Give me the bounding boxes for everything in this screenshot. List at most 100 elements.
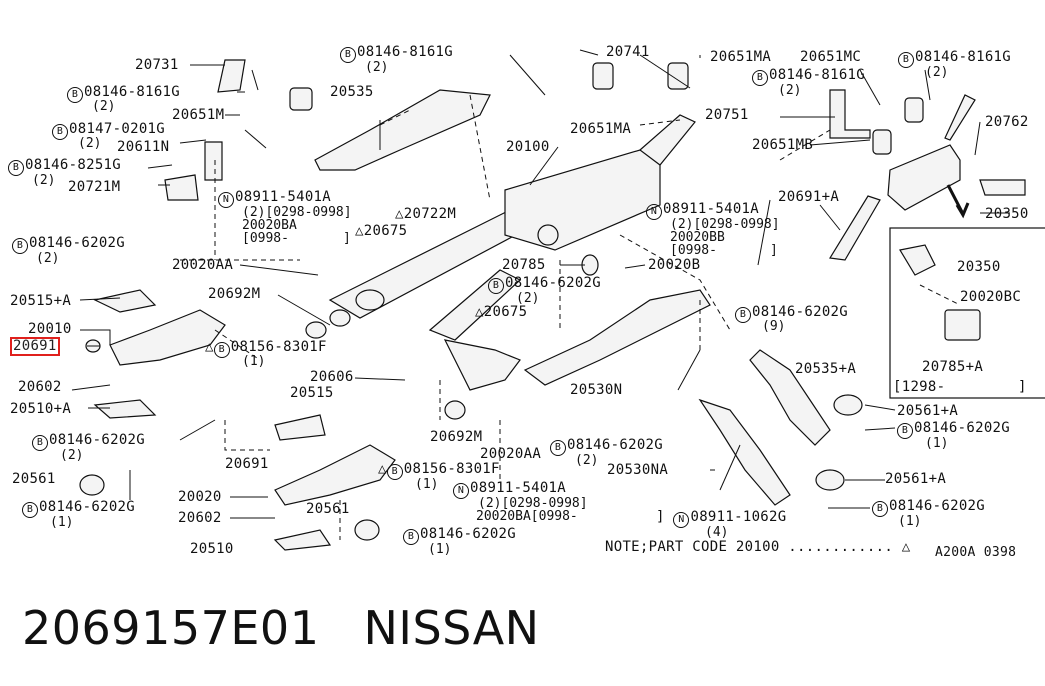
label-20530NA: 20530NA — [607, 462, 669, 478]
brand-name: NISSAN — [363, 601, 540, 655]
qty: (2)[0298-0998] — [670, 217, 780, 232]
label-20692M-b: 20692M — [430, 429, 483, 445]
part-caption: 2069157E01 NISSAN — [22, 600, 540, 656]
label-20100: 20100 — [506, 139, 550, 155]
label-20762: 20762 — [985, 114, 1029, 130]
gasket-b — [329, 309, 351, 327]
qty: (2) — [575, 453, 599, 468]
qty: (2) — [365, 60, 389, 75]
label-20020AA-a: 20020AA — [172, 257, 234, 273]
qty: (1) — [242, 354, 266, 369]
gasket-c — [305, 321, 327, 339]
diagram-reference: A200A 0398 — [935, 545, 1017, 560]
part-number: 2069157E01 — [22, 601, 320, 655]
label-20535: 20535 — [330, 84, 374, 100]
bolt-circle-icon: B — [386, 464, 403, 480]
nut-circle-icon: N — [646, 204, 662, 220]
bolt-circle-icon: B — [872, 501, 888, 517]
sub-muffler — [887, 144, 961, 211]
label-20651MA-top: 20651MA — [710, 49, 772, 65]
heat-insulator-upper — [314, 89, 491, 171]
label-20691A: 20691+A — [778, 189, 840, 205]
label-20561-b: 20561 — [306, 501, 350, 517]
gasket-d — [444, 400, 466, 420]
bracket-20731 — [217, 59, 246, 93]
catalytic-converter-20010 — [109, 309, 226, 366]
clamp-20561A-a — [833, 394, 863, 416]
bracket-20751 — [829, 89, 871, 139]
note-part-code: NOTE;PART CODE 20100 ............ △ — [605, 539, 911, 555]
bracket-20611N — [204, 141, 223, 181]
nut-circle-icon: N — [453, 483, 469, 499]
nut-circle-icon: N — [673, 512, 690, 528]
qty: (1) — [428, 542, 452, 557]
label-20020BB-range: [0998- — [670, 243, 717, 258]
clamp-20561-b — [354, 519, 380, 541]
label-1298: [1298- — [893, 379, 946, 395]
label-20515A: 20515+A — [10, 293, 72, 309]
heat-insulator-20510A — [93, 399, 157, 419]
diagram-drawing — [71, 49, 1045, 551]
label-20785A: 20785+A — [922, 359, 984, 375]
label-20602-b: 20602 — [178, 510, 222, 526]
heat-insulator-20535A — [749, 349, 831, 446]
hanger-rubber-e — [872, 129, 892, 155]
label-20530N: 20530N — [570, 382, 623, 398]
qty: (2) — [78, 136, 102, 151]
label-20010: 20010 — [28, 321, 72, 337]
qty: (2) — [92, 99, 116, 114]
exhaust-tube-lower — [443, 339, 521, 391]
hanger-rubber-c — [667, 62, 689, 90]
label-20651M: 20651M — [172, 107, 225, 123]
qty: (2) — [32, 173, 56, 188]
label-20020BB-end: ] — [770, 243, 778, 258]
triangle-icon: △ — [475, 304, 484, 320]
label-20020BA-b: 20020BA[0998- — [476, 509, 578, 524]
label-20020AA-b: 20020AA — [480, 446, 542, 462]
catalytic-converter-20020 — [274, 444, 396, 506]
bolt-circle-icon: B — [340, 47, 356, 63]
bolt-circle-icon: B — [32, 435, 48, 451]
label-20751: 20751 — [705, 107, 749, 123]
label-20722M: △20722M — [395, 206, 457, 222]
triangle-icon: △ — [355, 223, 364, 239]
label-20651MB: 20651MB — [752, 137, 814, 153]
bolt-circle-icon: B — [8, 160, 24, 176]
label-20675-b: △20675 — [475, 304, 528, 320]
clamp-20561A-b — [815, 469, 845, 491]
bolt-circle-icon: B — [52, 124, 68, 140]
qty: (2)[0298-0998] — [242, 205, 352, 220]
qty: (9) — [762, 319, 786, 334]
label-20510A: 20510+A — [10, 401, 72, 417]
label-20602-a: 20602 — [18, 379, 62, 395]
label-20721M: 20721M — [68, 179, 121, 195]
label-20651MC: 20651MC — [800, 49, 862, 65]
clamp-20561-a — [79, 474, 105, 496]
bracket-20721M — [164, 174, 199, 201]
qty: (2) — [778, 83, 802, 98]
qty: (4) — [705, 525, 729, 540]
label-20675-a: △20675 — [355, 223, 408, 239]
label-20020BA-a-range: [0998- — [242, 231, 289, 246]
label-1298-end: ] — [1018, 379, 1027, 395]
bracket-20762 — [979, 179, 1026, 196]
label-20741: 20741 — [606, 44, 650, 60]
label-20020BB: 20020BB — [670, 230, 725, 245]
